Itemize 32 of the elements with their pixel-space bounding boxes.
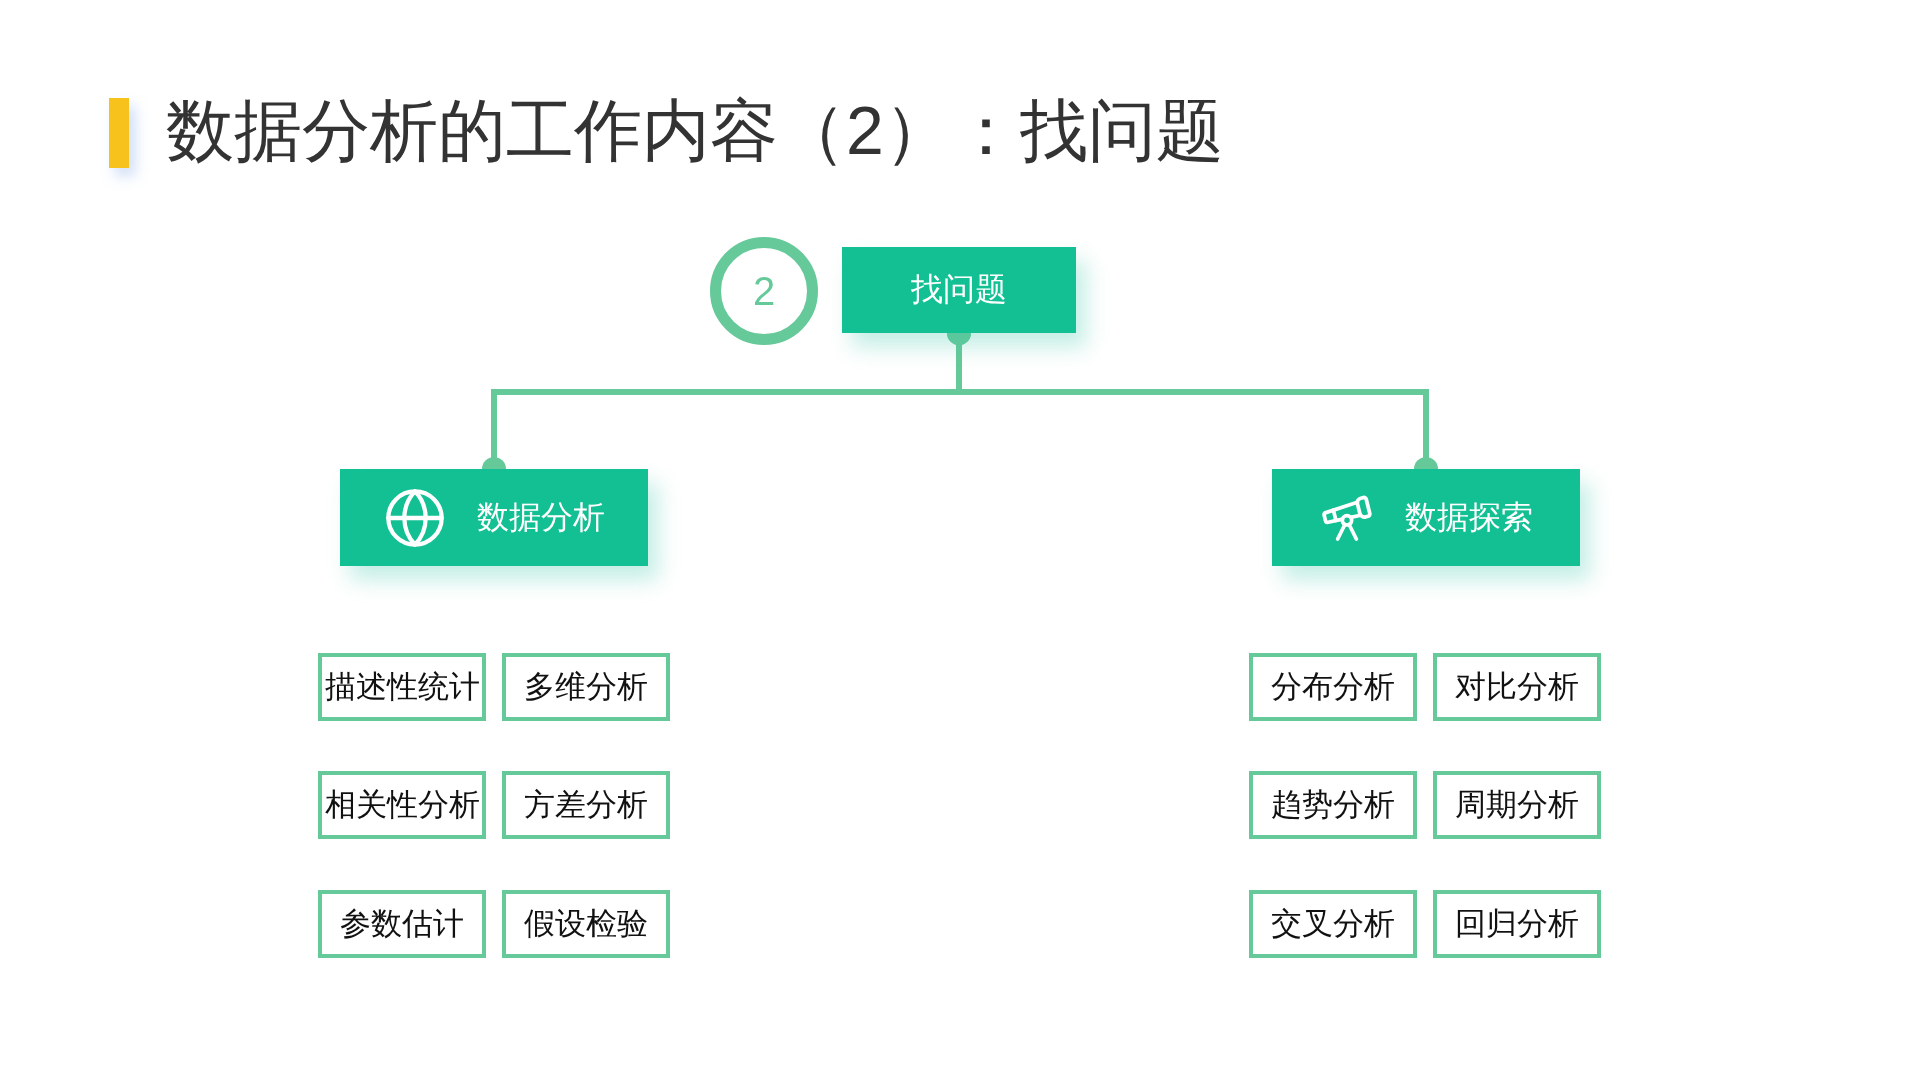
- topic-box: [318, 771, 486, 839]
- node-label: 假设检验: [524, 905, 648, 943]
- topic-box: [1433, 653, 1601, 721]
- node-label: 描述性统计: [324, 668, 480, 706]
- topic-box: [1433, 771, 1601, 839]
- topic-box: [1433, 890, 1601, 958]
- node-label: 回归分析: [1455, 905, 1579, 943]
- node-label: 趋势分析: [1271, 786, 1395, 824]
- title: 数据分析的工作内容（2）：找问题: [166, 91, 1224, 170]
- node-label: 方差分析: [524, 786, 648, 824]
- node-label: 相关性分析: [324, 786, 480, 824]
- node-label: 周期分析: [1455, 786, 1579, 824]
- topic-box: [502, 890, 670, 958]
- process-box: [842, 247, 1076, 333]
- node-label: 交叉分析: [1271, 905, 1395, 943]
- topic-box: [502, 771, 670, 839]
- node-label: 参数估计: [340, 905, 464, 943]
- topic-box: [318, 890, 486, 958]
- node-label: 分布分析: [1271, 668, 1395, 706]
- node-label: 找问题: [911, 270, 1007, 309]
- node-label: 多维分析: [524, 668, 648, 706]
- topic-box: [502, 653, 670, 721]
- process-box: [340, 469, 648, 566]
- node-label: 2: [752, 268, 776, 314]
- topic-box: [318, 653, 486, 721]
- node-label: 数据分析: [477, 497, 605, 537]
- node-label: 对比分析: [1455, 668, 1579, 706]
- node-label: 数据探索: [1405, 497, 1533, 537]
- topic-box: [1249, 653, 1417, 721]
- process-box: [1272, 469, 1580, 566]
- topic-box: [1249, 890, 1417, 958]
- topic-box: [1249, 771, 1417, 839]
